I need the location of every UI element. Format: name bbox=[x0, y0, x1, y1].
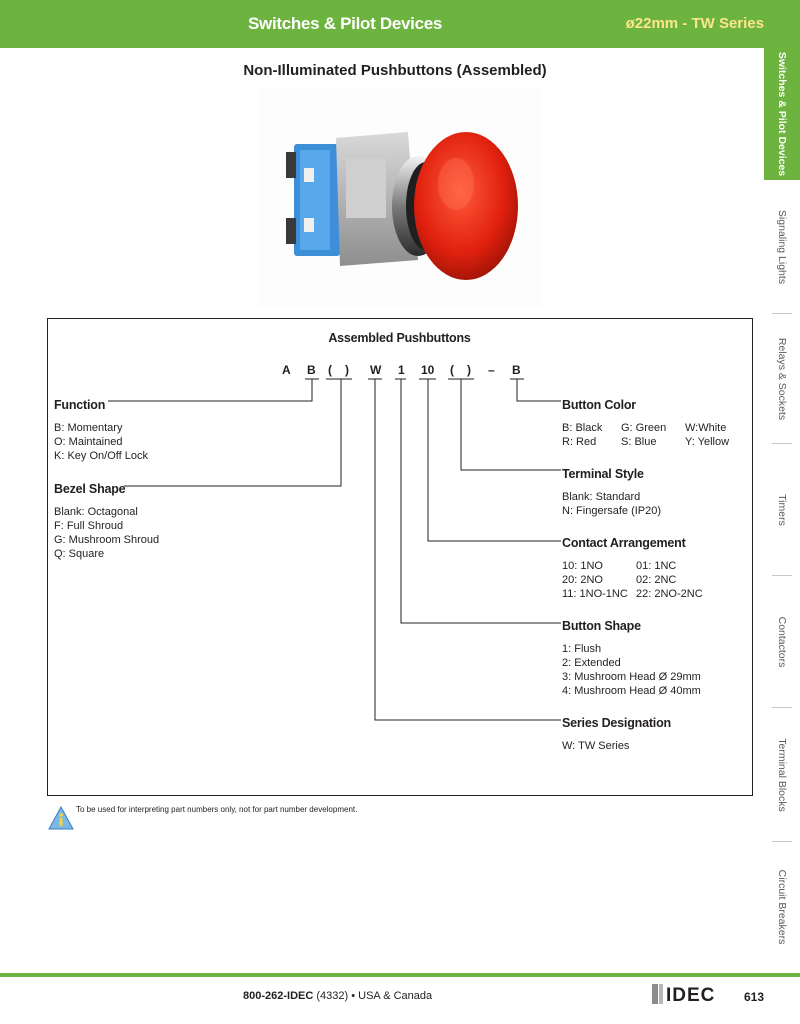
bezel-option: Q: Square bbox=[54, 548, 105, 560]
page-title: Non-Illuminated Pushbuttons (Assembled) bbox=[243, 62, 547, 79]
footer-bar bbox=[0, 973, 800, 977]
tab-timers[interactable]: Timers bbox=[764, 444, 800, 576]
tab-switches-pilot-devices[interactable]: Switches & Pilot Devices bbox=[764, 48, 800, 180]
contact-title: Contact Arrangement bbox=[562, 536, 686, 550]
series-designation-title: Series Designation bbox=[562, 716, 671, 730]
color-option: Y: Yellow bbox=[685, 436, 730, 448]
tab-label: Terminal Blocks bbox=[776, 738, 788, 812]
terminal-option: N: Fingersafe (IP20) bbox=[562, 505, 662, 517]
function-title: Function bbox=[54, 398, 106, 412]
tab-label: Timers bbox=[776, 494, 788, 526]
phone-bold: 800-262-IDEC bbox=[243, 990, 314, 1002]
phone-rest: (4332) • USA & Canada bbox=[313, 990, 433, 1002]
footnote: To be used for interpreting part numbers… bbox=[76, 805, 358, 814]
tab-label: Signaling Lights bbox=[776, 209, 788, 285]
diagram-heading: Assembled Pushbuttons bbox=[328, 331, 471, 345]
tab-relays-sockets[interactable]: Relays & Sockets bbox=[764, 314, 800, 444]
logo-text: IDEC bbox=[666, 985, 715, 1004]
contact-option: 01: 1NC bbox=[636, 560, 677, 572]
side-tab-nav: Switches & Pilot Devices Signaling Light… bbox=[764, 48, 800, 978]
terminal-option: Blank: Standard bbox=[562, 491, 641, 503]
code-char: ( bbox=[450, 363, 454, 377]
terminal-title: Terminal Style bbox=[562, 467, 644, 481]
function-option: K: Key On/Off Lock bbox=[54, 450, 148, 462]
bezel-option: F: Full Shroud bbox=[54, 520, 124, 532]
code-char: 10 bbox=[421, 363, 435, 377]
color-title: Button Color bbox=[562, 398, 636, 412]
contact-option: 10: 1NO bbox=[562, 560, 603, 572]
contact-option: 20: 2NO bbox=[562, 574, 603, 586]
code-char: ) bbox=[467, 363, 471, 377]
code-char: B bbox=[512, 363, 521, 377]
contact-option: 02: 2NC bbox=[636, 574, 677, 586]
tab-terminal-blocks[interactable]: Terminal Blocks bbox=[764, 708, 800, 842]
pushbutton-product-image bbox=[258, 88, 542, 308]
color-option: S: Blue bbox=[621, 436, 657, 448]
idec-logo: IDEC bbox=[652, 984, 738, 1004]
shape-option: 3: Mushroom Head Ø 29mm bbox=[562, 671, 701, 683]
code-char: W bbox=[370, 363, 382, 377]
tab-label: Switches & Pilot Devices bbox=[776, 51, 788, 177]
code-char: – bbox=[488, 363, 495, 377]
tab-contactors[interactable]: Contactors bbox=[764, 576, 800, 708]
tab-label: Relays & Sockets bbox=[776, 337, 788, 421]
shape-option: 2: Extended bbox=[562, 657, 621, 669]
phone-number: 800-262-IDEC (4332) • USA & Canada bbox=[243, 990, 432, 1002]
code-char: 1 bbox=[398, 363, 405, 377]
contact-option: 22: 2NO-2NC bbox=[636, 588, 703, 600]
tab-label: Circuit Breakers bbox=[776, 869, 788, 945]
color-option: G: Green bbox=[621, 422, 667, 434]
code-char: ( bbox=[328, 363, 332, 377]
code-char: A bbox=[282, 363, 291, 377]
part-number-diagram: Assembled Pushbuttons A B ( ) W 1 10 ( )… bbox=[47, 318, 753, 796]
tab-label: Contactors bbox=[776, 616, 788, 668]
function-option: O: Maintained bbox=[54, 436, 123, 448]
function-option: B: Momentary bbox=[54, 422, 123, 434]
series-option: W: TW Series bbox=[562, 740, 630, 752]
code-char: B bbox=[307, 363, 316, 377]
tab-divider bbox=[772, 841, 792, 842]
color-option: R: Red bbox=[562, 436, 597, 448]
header-bar: Switches & Pilot Devices ø22mm - TW Seri… bbox=[0, 0, 800, 48]
tab-circuit-breakers[interactable]: Circuit Breakers bbox=[764, 842, 800, 972]
tab-divider bbox=[772, 575, 792, 576]
shape-option: 4: Mushroom Head Ø 40mm bbox=[562, 685, 701, 697]
tab-divider bbox=[772, 443, 792, 444]
shape-option: 1: Flush bbox=[562, 643, 602, 655]
tab-divider bbox=[772, 707, 792, 708]
bezel-title: Bezel Shape bbox=[54, 482, 126, 496]
series-title: ø22mm - TW Series bbox=[625, 15, 764, 32]
page-number: 613 bbox=[744, 990, 765, 1004]
contact-option: 11: 1NO-1NC bbox=[562, 588, 628, 600]
tab-divider bbox=[772, 313, 792, 314]
bezel-option: Blank: Octagonal bbox=[54, 506, 138, 518]
info-icon bbox=[48, 806, 74, 830]
shape-title: Button Shape bbox=[562, 619, 641, 633]
color-option: B: Black bbox=[562, 422, 603, 434]
section-title: Switches & Pilot Devices bbox=[248, 14, 443, 33]
bezel-option: G: Mushroom Shroud bbox=[54, 534, 160, 546]
leader-lines bbox=[108, 378, 561, 721]
color-option: W:White bbox=[685, 422, 727, 434]
tab-signaling-lights[interactable]: Signaling Lights bbox=[764, 180, 800, 314]
code-char: ) bbox=[345, 363, 349, 377]
